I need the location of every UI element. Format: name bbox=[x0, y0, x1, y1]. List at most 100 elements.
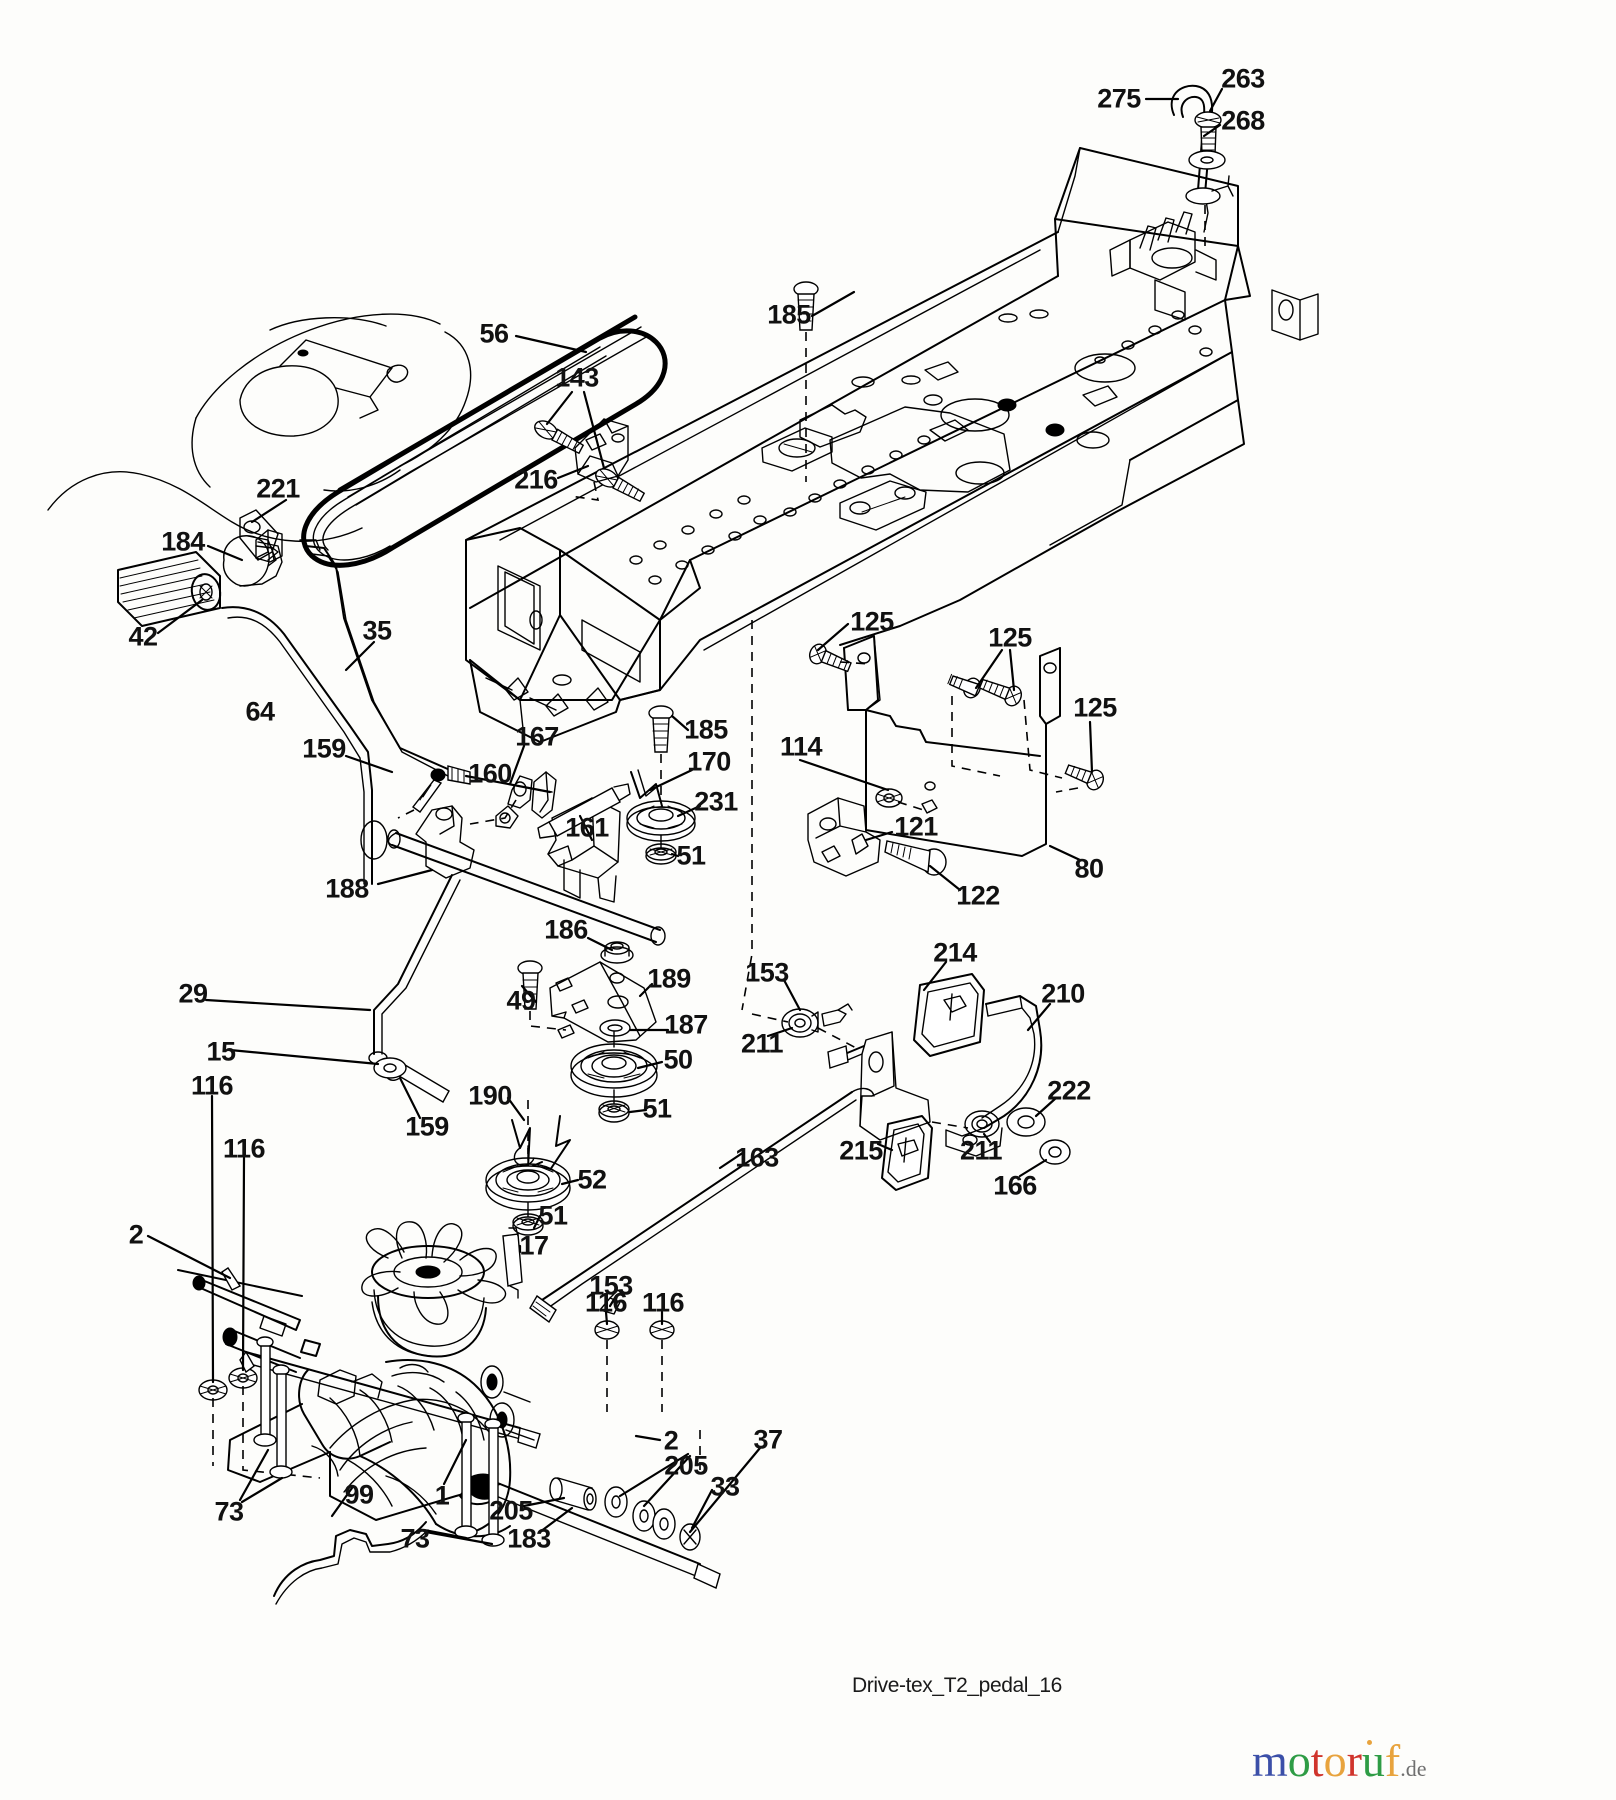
part-51-nut-b bbox=[598, 1100, 630, 1123]
part-73-bolt-c bbox=[454, 1412, 478, 1539]
part-214-pedal-pad bbox=[913, 973, 985, 1057]
assembly-dashline-211a bbox=[751, 1013, 789, 1023]
callout-215: 215 bbox=[839, 1135, 883, 1166]
callout-73: 73 bbox=[214, 1496, 244, 1527]
callout-125: 125 bbox=[850, 606, 894, 637]
frame-top-mount-assembly bbox=[1109, 211, 1217, 281]
callout-187: 187 bbox=[664, 1009, 708, 1040]
callout-153: 153 bbox=[745, 957, 789, 988]
assembly-dashline-125b bbox=[951, 696, 1001, 777]
part-52-pulley bbox=[485, 1145, 571, 1219]
assembly-dashline-center-vert bbox=[741, 620, 753, 1011]
callout-188: 188 bbox=[325, 873, 369, 904]
callout-73: 73 bbox=[400, 1523, 430, 1554]
part-37-washer bbox=[652, 1508, 676, 1540]
assembly-dashline-116b bbox=[242, 1386, 321, 1479]
part-183-spacer bbox=[549, 1477, 597, 1511]
callout-122: 122 bbox=[956, 880, 1000, 911]
callout-161: 161 bbox=[565, 812, 609, 843]
part-125-screws bbox=[808, 643, 1105, 791]
part-205-washer-a bbox=[604, 1486, 628, 1518]
watermark-letter: u bbox=[1361, 1735, 1385, 1786]
callout-185: 185 bbox=[684, 714, 728, 745]
callout-2: 2 bbox=[663, 1425, 679, 1456]
part-73-bolt-b bbox=[269, 1364, 293, 1479]
part-1-transmission bbox=[222, 1221, 721, 1589]
part-33-cotter bbox=[679, 1523, 701, 1551]
callout-51: 51 bbox=[676, 840, 706, 871]
callout-42: 42 bbox=[128, 621, 158, 652]
assembly-dashline-125a bbox=[839, 661, 871, 665]
callout-231: 231 bbox=[694, 786, 738, 817]
callout-35: 35 bbox=[362, 615, 392, 646]
callout-143: 143 bbox=[555, 362, 599, 393]
callout-160: 160 bbox=[468, 758, 512, 789]
part-268-clip bbox=[1185, 175, 1234, 205]
callout-216: 216 bbox=[514, 464, 558, 495]
part-15-washer bbox=[373, 1057, 407, 1079]
callout-214: 214 bbox=[933, 937, 977, 968]
diagram-caption: Drive-tex_T2_pedal_16 bbox=[852, 1674, 1062, 1697]
assembly-dashline-153a bbox=[817, 1027, 861, 1051]
part-170-bracket bbox=[630, 769, 663, 807]
callout-190: 190 bbox=[468, 1080, 512, 1111]
part-122-bolt bbox=[884, 840, 947, 876]
part-210-pedal-arm bbox=[945, 995, 1043, 1157]
watermark-letter: f bbox=[1384, 1735, 1401, 1786]
callout-210: 210 bbox=[1041, 978, 1085, 1009]
watermark-letter: o bbox=[1287, 1735, 1311, 1786]
callout-99: 99 bbox=[344, 1479, 374, 1510]
callout-2: 2 bbox=[128, 1219, 144, 1250]
part-153-clip-b bbox=[599, 1289, 625, 1315]
part-17-spring bbox=[502, 1227, 523, 1299]
part-167-link bbox=[495, 775, 533, 829]
callout-211: 211 bbox=[740, 1028, 784, 1059]
assembly-dashline-222 bbox=[931, 1121, 969, 1129]
callout-52: 52 bbox=[577, 1164, 607, 1195]
callout-125: 125 bbox=[988, 622, 1032, 653]
part-188-crossbar bbox=[387, 829, 666, 946]
part-114-nut bbox=[875, 788, 903, 808]
assembly-dashline-125d bbox=[1055, 787, 1079, 793]
callout-116: 116 bbox=[641, 1287, 685, 1318]
part-185-bolt-a bbox=[793, 281, 819, 331]
callout-49: 49 bbox=[506, 985, 536, 1016]
part-51-nut-c bbox=[512, 1213, 544, 1236]
callout-159: 159 bbox=[302, 733, 346, 764]
part-205-washer-b bbox=[632, 1500, 656, 1532]
callout-15: 15 bbox=[206, 1036, 236, 1067]
callout-33: 33 bbox=[710, 1471, 740, 1502]
part-185-bolt-b bbox=[648, 705, 674, 753]
callout-185: 185 bbox=[767, 299, 811, 330]
part-56-belt bbox=[301, 314, 668, 568]
part-161-spring bbox=[537, 783, 631, 839]
part-29-rod bbox=[368, 874, 461, 1065]
part-153-clip-a bbox=[821, 1003, 853, 1027]
callout-116: 116 bbox=[584, 1287, 628, 1318]
part-189-plate bbox=[549, 961, 657, 1043]
assembly-dashline-167 bbox=[469, 799, 517, 825]
watermark-letter: r bbox=[1346, 1735, 1362, 1786]
callout-183: 183 bbox=[507, 1523, 551, 1554]
callout-222: 222 bbox=[1047, 1075, 1091, 1106]
part-51-nut-a bbox=[645, 843, 677, 865]
part-50-pulley bbox=[570, 1031, 658, 1106]
watermark-tld: .de bbox=[1400, 1756, 1427, 1781]
callout-170: 170 bbox=[687, 746, 731, 777]
callout-114: 114 bbox=[779, 731, 823, 762]
callout-275: 275 bbox=[1097, 83, 1141, 114]
part-2-shaft-left bbox=[177, 1267, 303, 1331]
part-186-bushing bbox=[600, 941, 634, 964]
part-159-pin-a bbox=[411, 768, 446, 813]
callout-37: 37 bbox=[753, 1424, 783, 1455]
assembly-dashline-49 bbox=[529, 1011, 567, 1031]
transmission-cooling-fan bbox=[361, 1221, 507, 1325]
part-99-hose bbox=[273, 1521, 429, 1605]
callout-211: 211 bbox=[959, 1135, 1003, 1166]
part-chassis-frame bbox=[465, 147, 1251, 743]
part-166-washer bbox=[1039, 1139, 1071, 1165]
callout-51: 51 bbox=[538, 1200, 568, 1231]
callout-167: 167 bbox=[515, 721, 559, 752]
callout-1: 1 bbox=[434, 1480, 450, 1511]
watermark-letter: o bbox=[1323, 1735, 1347, 1786]
